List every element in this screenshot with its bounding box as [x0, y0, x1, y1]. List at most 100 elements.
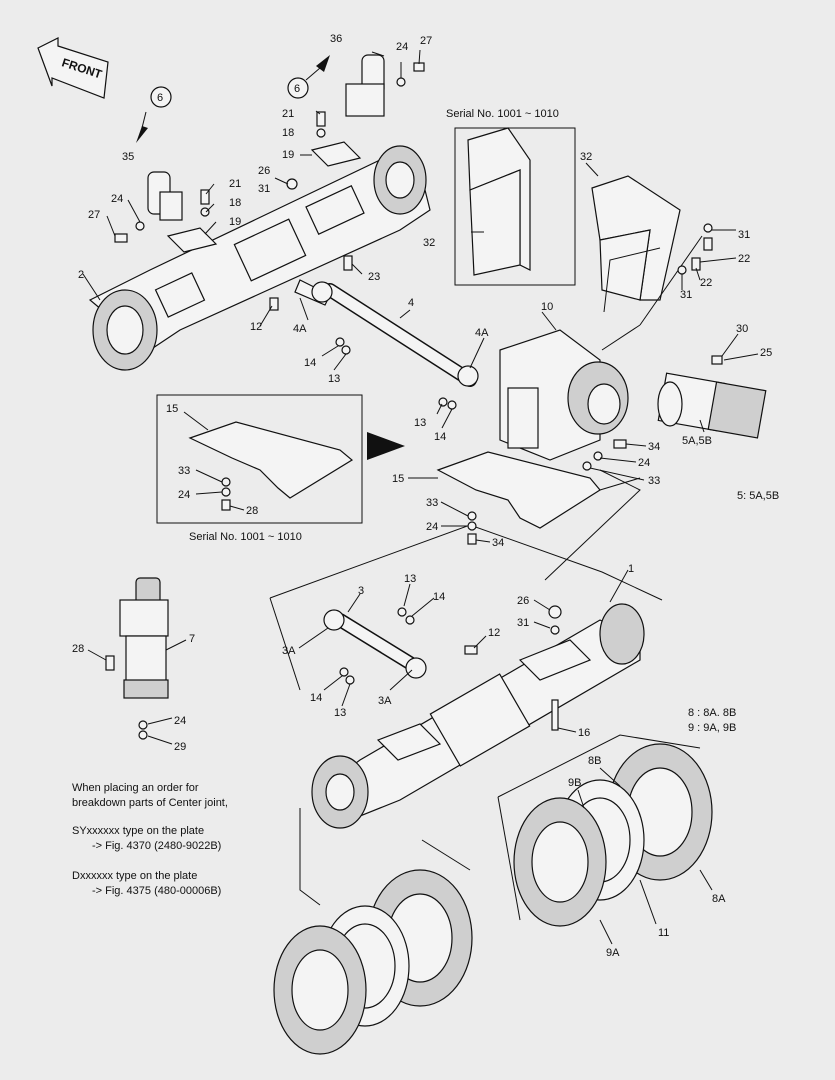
- callout-4: 4: [408, 297, 414, 309]
- rear-axle-assembly: [311, 603, 645, 829]
- callout-31: 31: [517, 617, 529, 629]
- callout-29: 29: [174, 741, 186, 753]
- assembly-lines: [269, 235, 703, 921]
- center-joint-7: [119, 577, 169, 699]
- callout-27: 27: [420, 35, 432, 47]
- callout-22: 22: [700, 277, 712, 289]
- serial-box-top: [454, 127, 576, 286]
- callout-15: 15: [392, 473, 404, 485]
- callout-labels: 36 24 27 21 18 19 35 26 31 21 18 24 27 1…: [72, 33, 772, 959]
- callout-28: 28: [72, 643, 84, 655]
- bracket-32: [591, 175, 681, 301]
- callout-14: 14: [304, 357, 316, 369]
- callout-31: 31: [738, 229, 750, 241]
- callout-34: 34: [648, 441, 660, 453]
- callout-25: 25: [760, 347, 772, 359]
- callout-15: 15: [166, 403, 178, 415]
- callout-8A: 8A: [712, 893, 726, 905]
- callout-26: 26: [517, 595, 529, 607]
- callout-32: 32: [423, 237, 435, 249]
- motor-5: [657, 372, 767, 439]
- callout-24: 24: [178, 489, 190, 501]
- propeller-shaft-4: [311, 281, 479, 387]
- callout-14: 14: [434, 431, 446, 443]
- callout-16: 16: [578, 727, 590, 739]
- front-axle-assembly: [88, 145, 431, 371]
- callout-24: 24: [396, 41, 408, 53]
- callout-9A: 9A: [606, 947, 620, 959]
- callout-24: 24: [638, 457, 650, 469]
- callout-13: 13: [414, 417, 426, 429]
- tires-9-variant-note: 9 : 9A, 9B: [688, 722, 737, 734]
- callout-24: 24: [426, 521, 438, 533]
- callout-18: 18: [229, 197, 241, 209]
- pad-19-lower: [166, 227, 218, 253]
- callout-5A-5B: 5A,5B: [682, 435, 712, 447]
- motor-variant-note: 5: 5A,5B: [737, 490, 780, 502]
- callout-26: 26: [258, 165, 270, 177]
- callout-33: 33: [648, 475, 660, 487]
- hardware: [105, 62, 723, 740]
- callout-35: 35: [122, 151, 134, 163]
- callout-24: 24: [111, 193, 123, 205]
- order-note-line: breakdown parts of Center joint,: [72, 797, 228, 809]
- callout-9B: 9B: [568, 777, 581, 789]
- tire-group-left: [273, 869, 473, 1055]
- callout-7: 7: [189, 633, 195, 645]
- callout-4A: 4A: [475, 327, 489, 339]
- transmission-10: [499, 329, 629, 461]
- callout-12: 12: [250, 321, 262, 333]
- callout-31: 31: [680, 289, 692, 301]
- callout-28: 28: [246, 505, 258, 517]
- bracket-32-boxed: [467, 127, 531, 276]
- callout-13: 13: [328, 373, 340, 385]
- leader-lines: [82, 49, 759, 945]
- serial-note-top: Serial No. 1001 ~ 1010: [446, 108, 559, 120]
- callout-4A: 4A: [293, 323, 307, 335]
- callout-3A: 3A: [378, 695, 392, 707]
- callout-18: 18: [282, 127, 294, 139]
- callout-11: 11: [658, 927, 669, 939]
- callout-6: 6: [157, 92, 163, 104]
- view-arrow-left: 6: [136, 86, 172, 143]
- callout-13: 13: [334, 707, 346, 719]
- callout-12: 12: [488, 627, 500, 639]
- callout-1: 1: [628, 563, 634, 575]
- cover-15: [436, 451, 601, 529]
- callout-34: 34: [492, 537, 504, 549]
- callout-27: 27: [88, 209, 100, 221]
- callout-19: 19: [282, 149, 294, 161]
- callout-30: 30: [736, 323, 748, 335]
- callout-19: 19: [229, 216, 241, 228]
- callout-2: 2: [78, 269, 84, 281]
- callout-3A: 3A: [282, 645, 296, 657]
- pedestal-36: [345, 54, 385, 117]
- callout-33: 33: [178, 465, 190, 477]
- callout-24: 24: [174, 715, 186, 727]
- pedestal-35: [147, 171, 183, 221]
- propeller-shaft-3: [323, 609, 427, 679]
- callout-22: 22: [738, 253, 750, 265]
- callout-3: 3: [358, 585, 364, 597]
- order-note-line: Dxxxxxx type on the plate: [72, 870, 198, 882]
- callout-13: 13: [404, 573, 416, 585]
- callout-36: 36: [330, 33, 342, 45]
- serial-note-middle: Serial No. 1001 ~ 1010: [189, 531, 302, 543]
- front-arrow: FRONT: [37, 37, 109, 99]
- callout-31: 31: [258, 183, 270, 195]
- pad-19-upper: [310, 141, 362, 167]
- order-note-line: -> Fig. 4375 (480-00006B): [92, 885, 222, 897]
- callout-32: 32: [580, 151, 592, 163]
- view-arrow-right: 6: [287, 55, 330, 99]
- callout-21: 21: [282, 108, 294, 120]
- serial-box-middle: [156, 394, 363, 524]
- callout-10: 10: [541, 301, 553, 313]
- callout-14: 14: [310, 692, 322, 704]
- callout-33: 33: [426, 497, 438, 509]
- order-note-line: SYxxxxxx type on the plate: [72, 825, 205, 837]
- order-note-line: -> Fig. 4370 (2480-9022B): [92, 840, 222, 852]
- order-note-line: When placing an order for: [72, 782, 199, 794]
- arrow-indicator: [367, 432, 405, 460]
- cover-15-boxed: [188, 421, 354, 499]
- callout-23: 23: [368, 271, 380, 283]
